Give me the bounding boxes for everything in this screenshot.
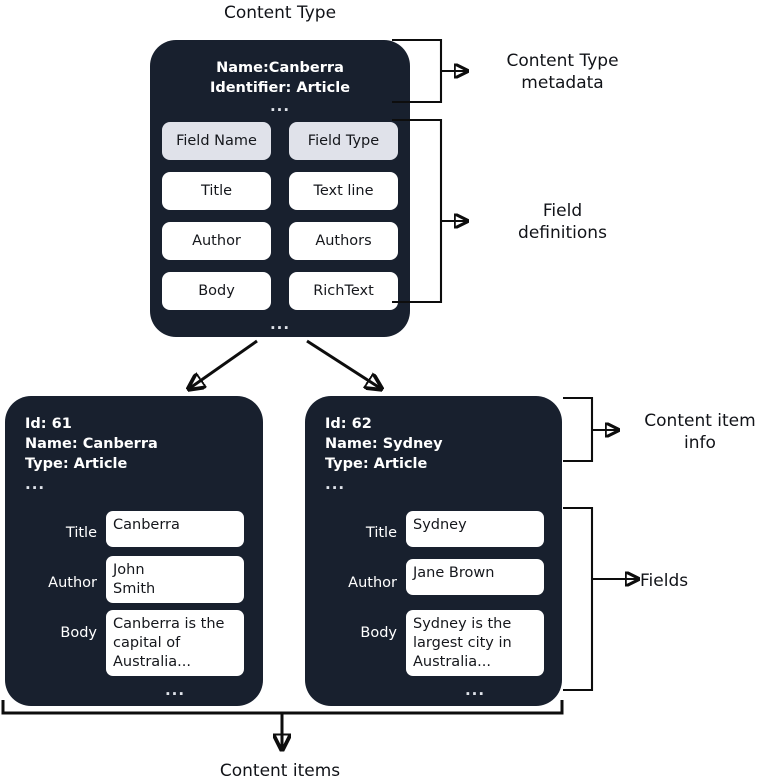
field-label-title-61: Title — [65, 525, 97, 541]
content-item-card-61: Id: 61 Name: Canberra Type: Article ... … — [5, 396, 263, 706]
content-type-fields-ellipsis: ... — [269, 315, 291, 333]
content-item-card-62: Id: 62 Name: Sydney Type: Article ... Ti… — [305, 396, 562, 706]
field-value-body-61: Canberra is the capital of Australia... — [106, 610, 244, 676]
field-label-title-62: Title — [365, 525, 397, 541]
field-definition-name-1: Author — [162, 222, 271, 260]
field-definition-type-1: Authors — [289, 222, 398, 260]
callout-label-fields: Fields — [640, 571, 689, 591]
column-header-field-name: Field Name — [162, 122, 271, 160]
callout-label-field-definitions: Field definitions — [518, 201, 607, 243]
content-item-info-62: Id: 62 Name: Sydney Type: Article — [325, 416, 443, 472]
field-label-body-61: Body — [60, 625, 97, 641]
content-item-info-ellipsis-62: ... — [325, 475, 346, 493]
field-definition-type-2: RichText — [289, 272, 398, 310]
callout-label-content-type-metadata: Content Type metadata — [506, 51, 619, 93]
bracket-fields — [563, 506, 594, 692]
content-type-metadata-text: Name:Canberra Identifier: Article — [209, 60, 351, 96]
content-item-fields-ellipsis-62: ... — [464, 681, 486, 699]
content-item-fields-ellipsis-61: ... — [164, 681, 186, 699]
field-value-author-62: Jane Brown — [406, 559, 544, 595]
field-value-body-62: Sydney is the largest city in Australia.… — [406, 610, 544, 676]
content-type-metadata-ellipsis: ... — [269, 97, 291, 115]
page-title-content-type: Content Type — [223, 3, 337, 23]
arrow-content-type-to-item-62 — [306, 339, 380, 388]
field-value-author-61: John Smith — [106, 556, 244, 603]
page-title-content-items: Content items — [219, 761, 341, 781]
field-definition-type-0: Text line — [289, 172, 398, 210]
field-label-author-62: Author — [348, 575, 397, 591]
field-definition-name-0: Title — [162, 172, 271, 210]
field-label-author-61: Author — [48, 575, 97, 591]
column-header-field-type: Field Type — [289, 122, 398, 160]
content-item-info-ellipsis-61: ... — [25, 475, 46, 493]
field-value-title-61: Canberra — [106, 511, 244, 547]
field-definition-name-2: Body — [162, 272, 271, 310]
arrow-content-type-to-item-61 — [190, 339, 258, 388]
content-item-info-61: Id: 61 Name: Canberra Type: Article — [25, 416, 158, 472]
field-value-title-62: Sydney — [406, 511, 544, 547]
field-label-body-62: Body — [360, 625, 397, 641]
content-type-card: Name:Canberra Identifier: Article ... Fi… — [150, 40, 410, 337]
bracket-content-item-info — [563, 396, 594, 463]
callout-label-content-item-info: Content item info — [644, 411, 756, 453]
